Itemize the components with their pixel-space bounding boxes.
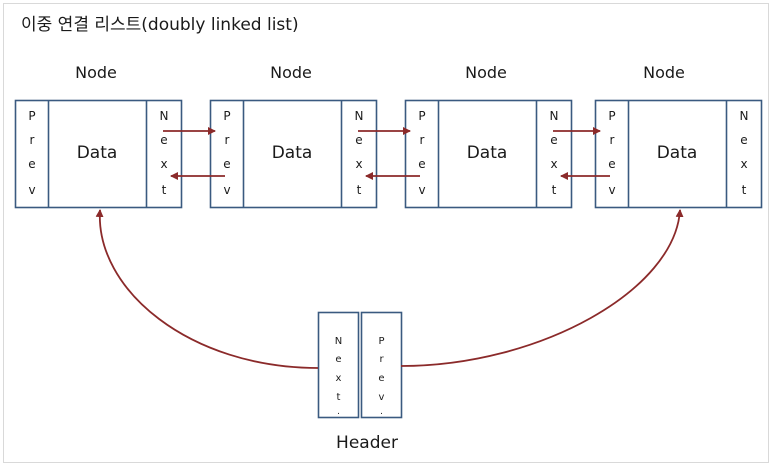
data-label: Data [272, 143, 313, 163]
next-letter: N [160, 109, 169, 123]
header-to-last-arrow [400, 209, 684, 367]
next-letter: N [355, 109, 364, 123]
next-letter: t [552, 183, 557, 197]
header-letter: P [378, 336, 384, 347]
node-box [14, 99, 183, 209]
prev-letter: r [610, 133, 615, 147]
header-letter: t [337, 392, 341, 403]
next-letter: e [355, 133, 362, 147]
link-arrows [95, 127, 684, 369]
data-label: Data [467, 143, 508, 163]
header-letter: r [379, 354, 384, 365]
prev-letter: r [30, 133, 35, 147]
prev-letter: e [28, 157, 35, 171]
prev-letter: e [608, 157, 615, 171]
next-letter: N [550, 109, 559, 123]
next-letter: x [355, 157, 362, 171]
data-label: Data [77, 143, 118, 163]
prev-letter: v [418, 183, 425, 197]
next-letter: t [162, 183, 167, 197]
prev-letter: P [28, 109, 35, 123]
node-box [404, 99, 573, 209]
node-caption: Node [643, 63, 685, 82]
header-cell-box [317, 311, 360, 419]
node-caption: Node [75, 63, 117, 82]
node-caption: Node [270, 63, 312, 82]
header-letter: e [378, 373, 384, 384]
next-letter: x [160, 157, 167, 171]
prev-letter: e [223, 157, 230, 171]
node-box [594, 99, 763, 209]
header-letter: x [336, 373, 342, 384]
header-letter: . [337, 407, 340, 417]
header-letter: v [379, 392, 385, 403]
node-list: NodeDataPrevNextNodeDataPrevNextNodeData… [14, 63, 763, 209]
header-cell-box [360, 311, 403, 419]
outer-frame [3, 3, 769, 463]
node-caption: Node [465, 63, 507, 82]
prev-letter: r [225, 133, 230, 147]
prev-letter: v [28, 183, 35, 197]
prev-letter: e [418, 157, 425, 171]
next-letter: e [740, 133, 747, 147]
header-to-first-arrow [95, 209, 319, 369]
prev-letter: v [223, 183, 230, 197]
node-box [209, 99, 378, 209]
next-letter: e [550, 133, 557, 147]
header-letter: e [335, 354, 341, 365]
data-label: Data [657, 143, 698, 163]
header-caption: Header [336, 433, 398, 453]
header-letter: N [335, 336, 342, 347]
prev-letter: P [418, 109, 425, 123]
next-letter: x [740, 157, 747, 171]
prev-letter: v [608, 183, 615, 197]
next-letter: x [550, 157, 557, 171]
prev-letter: r [420, 133, 425, 147]
diagram-title: 이중 연결 리스트(doubly linked list) [21, 15, 299, 35]
prev-letter: P [608, 109, 615, 123]
prev-letter: P [223, 109, 230, 123]
next-letter: t [357, 183, 362, 197]
header-letter: . [380, 407, 383, 417]
next-letter: t [742, 183, 747, 197]
next-letter: N [740, 109, 749, 123]
next-letter: e [160, 133, 167, 147]
